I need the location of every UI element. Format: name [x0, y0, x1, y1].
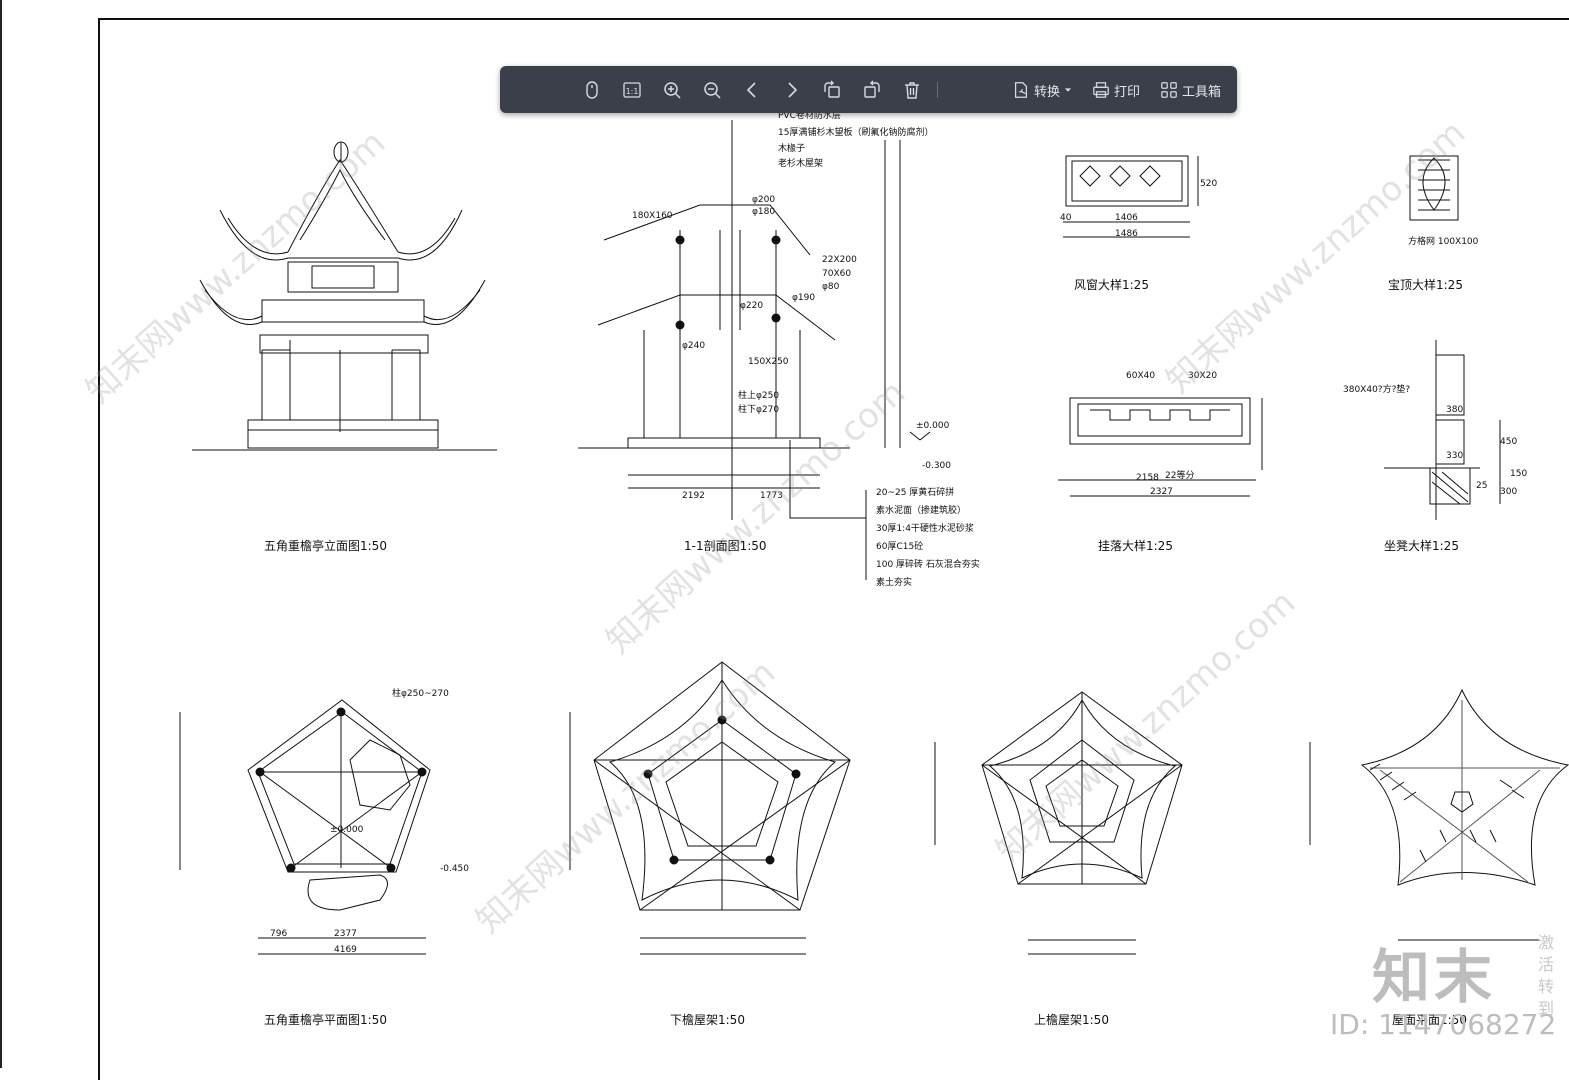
- bench-dim-e: 150: [1510, 469, 1527, 479]
- caption-railing: 挂落大样1:25: [1098, 539, 1173, 553]
- sec-level-0: ±0.000: [916, 421, 950, 431]
- pavilion-elevation-drawing: [192, 141, 497, 451]
- convert-icon: [1014, 82, 1028, 98]
- rotate-right-icon[interactable]: [860, 78, 884, 102]
- print-button[interactable]: 打印: [1092, 78, 1140, 102]
- convert-button[interactable]: 转换: [1012, 78, 1072, 102]
- bench-dim-d: 450: [1500, 437, 1517, 447]
- sec-bot-1: 2192: [682, 491, 705, 501]
- floor-note-4: 60厚C15砼: [876, 540, 923, 552]
- plan-dim-b: 2377: [334, 929, 357, 939]
- plan-level-2: -0.450: [440, 864, 469, 874]
- railing-dim-c: 2158: [1136, 473, 1159, 483]
- sec-dim-2: φ200: [752, 195, 775, 205]
- grid-icon: [1161, 82, 1177, 98]
- caption-roof-plan: 屋面平面1:50: [1392, 1013, 1467, 1027]
- sec-dim-11: 柱上φ250: [738, 389, 779, 401]
- section-note-2: 15厚满铺杉木望板（刷氟化钠防腐剂）: [778, 126, 933, 138]
- watermark-side: 激活 转到: [1538, 932, 1569, 1020]
- floor-note-6: 素土夯实: [876, 576, 912, 588]
- caption-finial: 宝顶大样1:25: [1388, 278, 1463, 292]
- chevron-down-icon: [1064, 88, 1072, 92]
- watermark-logo: 知末: [1372, 943, 1497, 1011]
- caption-window: 风窗大样1:25: [1074, 278, 1149, 292]
- caption-lower-frame: 下檐屋架1:50: [670, 1013, 745, 1027]
- window-dim-side: 40: [1060, 213, 1072, 223]
- sec-dim-8: φ220: [740, 301, 763, 311]
- sec-dim-1: 180X160: [632, 211, 673, 221]
- caption-upper-frame: 上檐屋架1:50: [1034, 1013, 1109, 1027]
- toolbox-button[interactable]: 工具箱: [1160, 78, 1221, 102]
- finial-note: 方格网 100X100: [1408, 235, 1479, 247]
- sec-dim-10: 150X250: [748, 357, 789, 367]
- mouse-icon[interactable]: [580, 78, 604, 102]
- trash-icon[interactable]: [900, 78, 924, 102]
- sec-dim-12: 柱下φ270: [738, 403, 779, 415]
- section-note-4: 老杉木屋架: [778, 157, 823, 169]
- floor-note-1: 20~25 厚黄石碎拼: [876, 486, 954, 498]
- window-dim-2: 1486: [1115, 229, 1138, 239]
- bench-dim-g: 25: [1476, 481, 1487, 491]
- sec-dim-5: 70X60: [822, 269, 851, 279]
- sec-level-1: -0.300: [922, 461, 951, 471]
- window-dim-1: 1406: [1115, 213, 1138, 223]
- section-note-3: 木椽子: [778, 142, 805, 154]
- floor-note-2: 素水泥面（掺建筑胶）: [876, 504, 966, 516]
- sec-bot-2: 1773: [760, 491, 783, 501]
- railing-dim-b: 30X20: [1188, 371, 1217, 381]
- caption-plan: 五角重檐亭平面图1:50: [264, 1013, 387, 1027]
- caption-section: 1-1剖面图1:50: [684, 539, 767, 553]
- zoom-out-icon[interactable]: [700, 78, 724, 102]
- window-dim-h: 520: [1200, 179, 1217, 189]
- railing-dim-e: 2327: [1150, 487, 1173, 497]
- sec-dim-4: 22X200: [822, 255, 857, 265]
- sec-dim-6: φ80: [822, 282, 840, 292]
- sec-dim-3: φ180: [752, 207, 775, 217]
- window-detail-drawing: [1063, 155, 1199, 238]
- railing-detail-drawing: [1058, 397, 1263, 497]
- plan-dim-a: 796: [270, 929, 287, 939]
- actual-size-label: 1:1: [626, 87, 639, 96]
- floor-note-3: 30厚1:4干硬性水泥砂浆: [876, 522, 974, 534]
- plan-level: ±0.000: [330, 825, 364, 835]
- sec-dim-9: φ240: [682, 341, 705, 351]
- convert-label: 转换: [1034, 84, 1061, 100]
- chevron-right-icon[interactable]: [780, 78, 804, 102]
- printer-icon: [1093, 82, 1109, 98]
- chevron-left-icon[interactable]: [740, 78, 764, 102]
- section-drawing: [578, 120, 931, 580]
- plan-dim-c: 4169: [334, 945, 357, 955]
- sec-dim-7: φ190: [792, 293, 815, 303]
- toolbar-divider: [937, 82, 938, 98]
- print-label: 打印: [1114, 84, 1141, 100]
- actual-size-button[interactable]: 1:1: [620, 78, 644, 102]
- railing-dim-d: 22等分: [1165, 469, 1194, 481]
- caption-bench: 坐凳大样1:25: [1384, 539, 1459, 553]
- plan-col-note: 柱φ250~270: [392, 687, 449, 699]
- watermark-side-2: 转到: [1538, 977, 1555, 1018]
- bench-dim-a: 380X40?方?垫?: [1343, 383, 1410, 395]
- bench-dim-f: 300: [1500, 487, 1517, 497]
- viewer-toolbar: 1:1 转换 打印 工具箱: [500, 66, 1237, 113]
- rotate-left-icon[interactable]: [820, 78, 844, 102]
- watermark-id: ID: 1147068272: [1330, 1008, 1557, 1041]
- finial-detail-drawing: [1409, 155, 1459, 221]
- zoom-in-icon[interactable]: [660, 78, 684, 102]
- upper-frame-drawing: [934, 691, 1183, 955]
- floor-note-5: 100 厚碎砖 石灰混合夯实: [876, 558, 980, 570]
- drawing-sheet-border: [98, 18, 1569, 1080]
- plan-drawing: [179, 699, 431, 955]
- watermark-side-1: 激活: [1538, 933, 1555, 974]
- roof-plan-drawing: [1309, 688, 1569, 941]
- bench-detail-drawing: [1384, 340, 1501, 520]
- toolbox-label: 工具箱: [1182, 84, 1222, 100]
- caption-elevation: 五角重檐亭立面图1:50: [264, 539, 387, 553]
- lower-frame-drawing: [569, 661, 851, 955]
- bench-dim-b: 380: [1446, 405, 1463, 415]
- railing-dim-a: 60X40: [1126, 371, 1155, 381]
- window-left-edge: [0, 0, 2, 1068]
- bench-dim-c: 330: [1446, 451, 1463, 461]
